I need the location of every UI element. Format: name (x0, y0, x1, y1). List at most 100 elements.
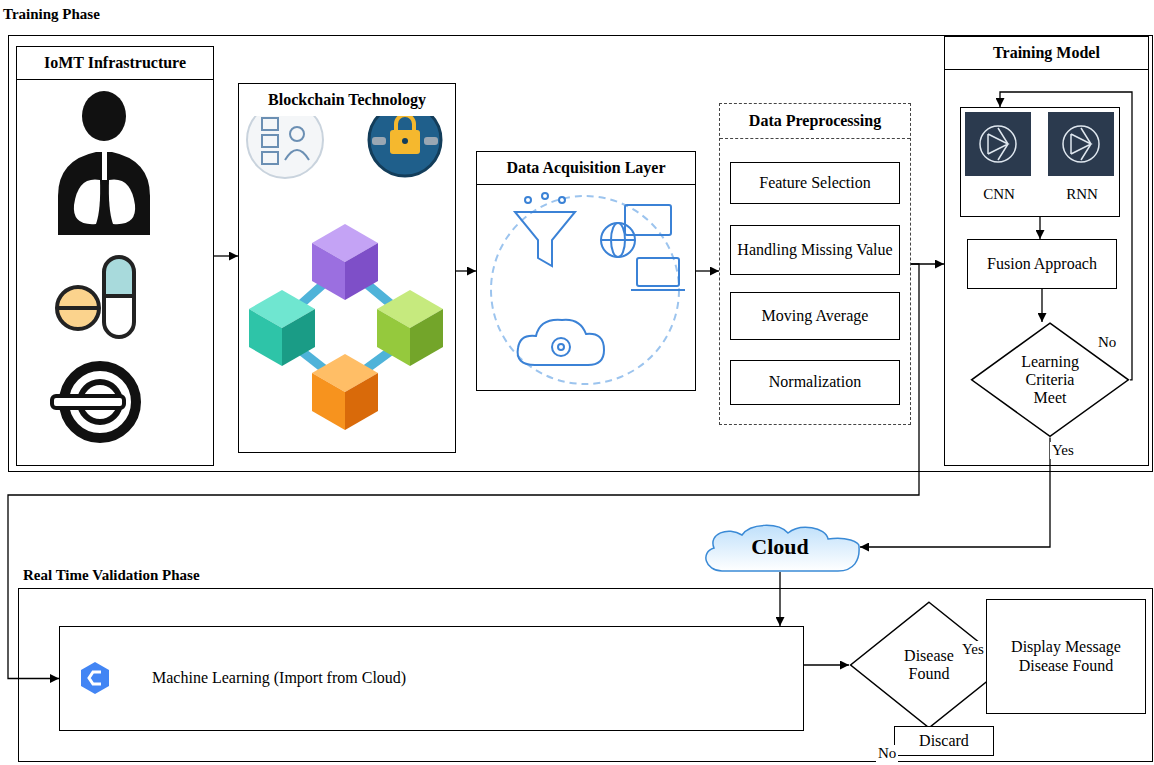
heading: Data Acquisition Layer (477, 152, 695, 185)
output-box: Display Message Disease Found (986, 599, 1146, 714)
cloud-shape (706, 525, 859, 571)
cube-face (345, 243, 378, 300)
gear (552, 338, 570, 356)
edge-label: No (1096, 334, 1118, 351)
preprocessing-panel: Feature SelectionHandling Missing ValueM… (719, 103, 911, 425)
node-label: Moving Average (762, 307, 869, 325)
block (262, 152, 278, 164)
cube-green (377, 290, 443, 366)
process-box: Machine Learning (Import from Cloud) (59, 626, 804, 731)
lock-body (390, 130, 420, 154)
iomt-panel: IoMT Infrastructure (16, 46, 214, 466)
cube-orange (312, 354, 378, 430)
capsule-bottom (104, 296, 134, 337)
connector (1039, 217, 1040, 239)
heading: Training Phase (3, 6, 100, 23)
gear-hub (558, 344, 564, 350)
chain-link (424, 137, 438, 145)
globe-equator (601, 239, 635, 241)
edge-label: No (876, 745, 898, 762)
keyhole (402, 138, 408, 144)
heading: Blockchain Technology (239, 84, 455, 116)
connector (214, 255, 238, 256)
funnel (515, 212, 575, 266)
net-circle (1063, 126, 1099, 162)
cube-face (345, 373, 378, 430)
node-label: Disease Found (889, 647, 969, 682)
cube-face (410, 309, 443, 366)
phase-band: IoMT InfrastructureBlockchain Technology… (8, 35, 1153, 472)
pills-icon (57, 257, 134, 337)
torso (58, 152, 150, 235)
cube-face (249, 309, 282, 366)
acquisition-panel: Data Acquisition Layer (476, 151, 696, 391)
lock-shackle (396, 115, 414, 132)
globe (601, 223, 635, 257)
edge-label: Yes (960, 641, 986, 658)
node-label: Feature Selection (759, 174, 871, 192)
cloud-icon (518, 320, 604, 365)
cube-face (282, 309, 315, 366)
node-label: Learning Criteria Meet (1010, 353, 1090, 406)
connector (1041, 289, 1042, 322)
right-lung (109, 180, 135, 225)
laptop (637, 258, 679, 286)
heading: Data Preprocessing (720, 104, 910, 139)
connector (779, 572, 780, 626)
node-label: Cloud (751, 534, 808, 559)
trachea (102, 152, 107, 180)
hexagon-mark (89, 672, 101, 684)
cube-face (312, 373, 345, 430)
node-label: Discard (919, 732, 969, 750)
tablet-line (59, 306, 97, 310)
node-label: Handling Missing Value (737, 241, 892, 259)
connector (804, 664, 849, 665)
node-label: Machine Learning (Import from Cloud) (152, 669, 406, 687)
cube-face (312, 243, 345, 300)
cloud-shape: Cloud (700, 522, 860, 572)
node-label: Display Message Disease Found (993, 638, 1139, 675)
diamond-shape (851, 602, 1008, 727)
chain-link (372, 137, 386, 145)
heading: Training Model (945, 37, 1148, 70)
net-circle (980, 126, 1016, 162)
hexagon (81, 662, 109, 694)
node-label: Fusion Approach (987, 255, 1097, 273)
acquisition-art (491, 193, 685, 384)
net-lines (1071, 128, 1091, 160)
phase-band: Machine Learning (Import from Cloud) Dise… (18, 588, 1153, 762)
heading: IoMT Infrastructure (17, 47, 213, 80)
cnn-tile (965, 112, 1031, 176)
node-label: Normalization (769, 373, 861, 391)
model-label: RNN (1049, 186, 1115, 203)
lungs-icon (58, 91, 150, 235)
block (262, 118, 278, 130)
process-box: Handling Missing Value (730, 225, 900, 275)
model-label: CNN (966, 186, 1032, 203)
tablet (57, 287, 99, 329)
dot (542, 193, 548, 199)
dot (525, 197, 531, 203)
process-box: Normalization (730, 360, 900, 405)
model-frame: CNN RNN (960, 107, 1120, 217)
connector (860, 438, 1050, 547)
connector (456, 270, 476, 271)
connector (696, 270, 719, 271)
head (82, 91, 126, 141)
cube-face (377, 309, 410, 366)
laptop-base (631, 289, 685, 291)
user-head (290, 127, 304, 141)
network-tiles (965, 112, 1114, 176)
ml-icon (81, 662, 109, 694)
heading: Real Time Validation Phase (23, 567, 200, 584)
left-lung (74, 180, 100, 225)
diamond-shape (972, 323, 1129, 436)
cube-teal (249, 290, 315, 366)
process-box: Feature Selection (730, 162, 900, 204)
decision-diamond: Disease Found (849, 601, 1009, 729)
mri-icon (52, 366, 136, 438)
blockchain-panel: Blockchain Technology (238, 83, 456, 453)
process-box: Fusion Approach (967, 239, 1117, 289)
